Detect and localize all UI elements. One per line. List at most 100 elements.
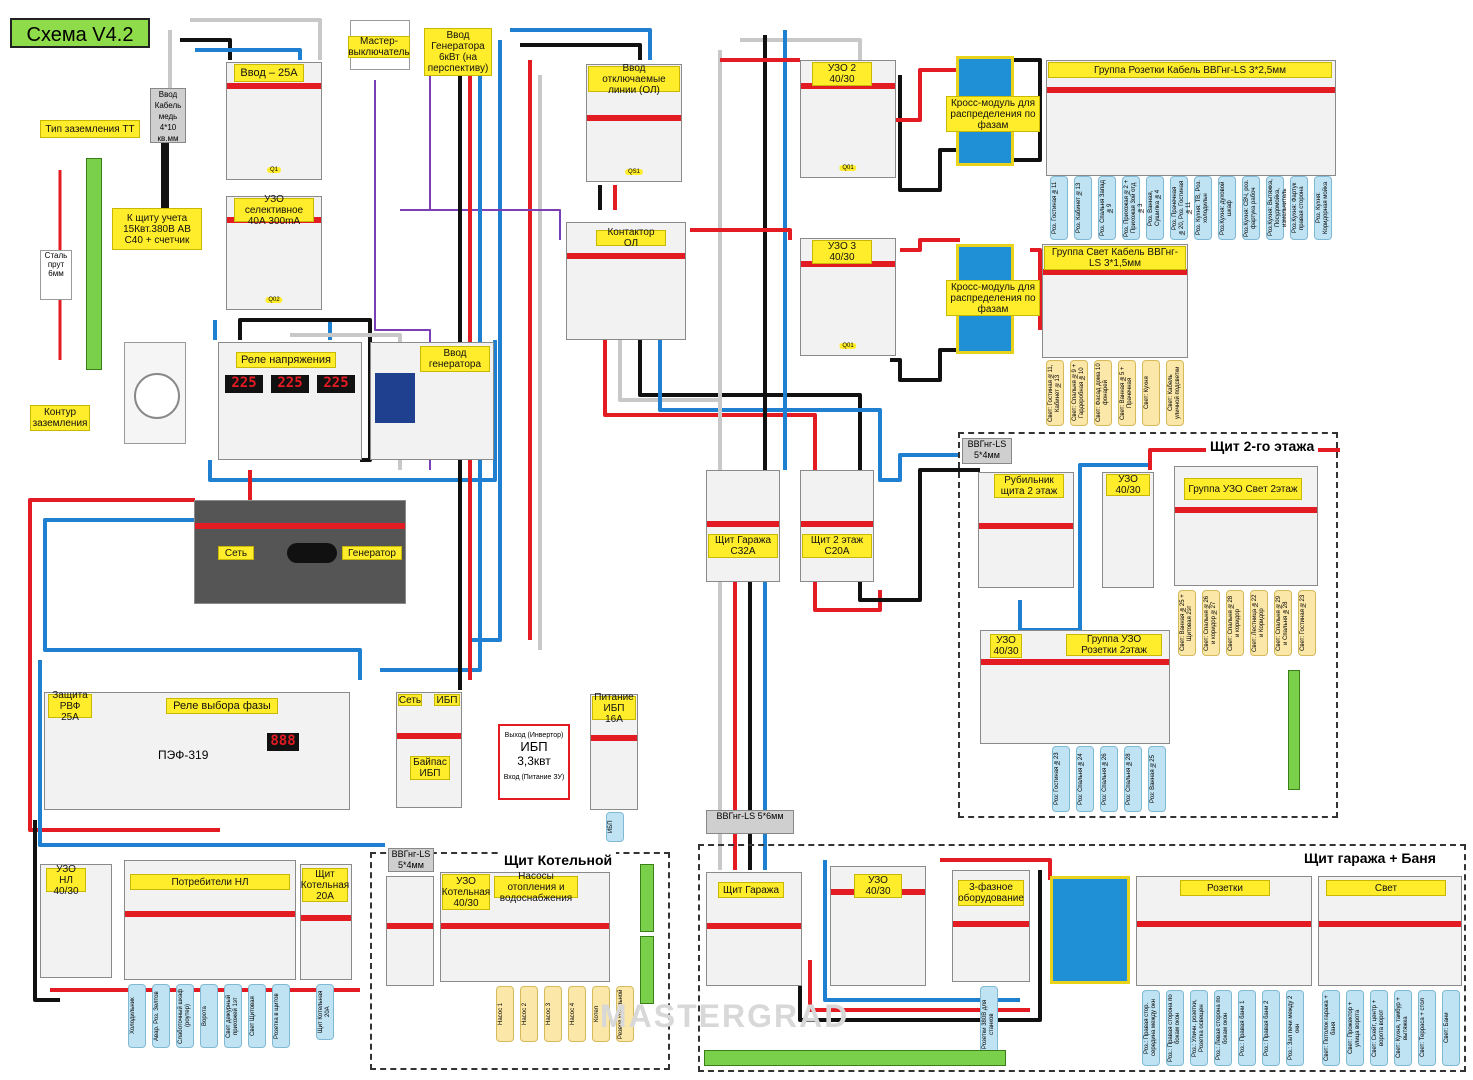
- pumps-label: Насосы отопления и водоснабжения: [494, 871, 578, 904]
- selective-rcd-label: УЗО селективное 40А 300mA: [234, 194, 314, 227]
- to-meter-label: К щиту учета 15Квт.380В АВ С40 + счетчик: [112, 208, 202, 250]
- garage-c32-breaker[interactable]: [706, 470, 780, 582]
- grounding-type-label: Тип заземления ТТ: [40, 120, 140, 138]
- main-input-label: Ввод – 25А: [234, 64, 304, 82]
- garage-main-label: Щит Гаража: [718, 882, 784, 898]
- circuit-label: Роз.: Левая сторона по бокам окон: [1214, 990, 1232, 1066]
- network-label: Сеть: [218, 546, 254, 560]
- ups-bypass[interactable]: [396, 692, 462, 808]
- circuit-label: Роз: Спальня №24: [1076, 746, 1094, 812]
- ups-output: Выход (Инвертор): [504, 732, 564, 739]
- network2-label: Сеть: [398, 694, 422, 706]
- garage-c32-label: Щит Гаража С32А: [708, 534, 778, 558]
- boiler-rcd-label: УЗО Котельная 40/30: [441, 874, 491, 910]
- rcd-2-label: УЗО 2 40/30: [812, 62, 872, 86]
- ups-name: ИБП: [520, 739, 548, 754]
- voltage-relay-label: Реле напряжения: [236, 352, 336, 368]
- cable-5x6-label: ВВГнг-LS 5*6мм: [706, 810, 794, 834]
- rcd-3-label: УЗО 3 40/30: [812, 240, 872, 264]
- circuit-label: Роз.Кухня: Фартук правая сторона: [1290, 176, 1308, 240]
- floor2-c20-label: Щит 2 этаж С20А: [802, 534, 872, 558]
- circuit-label: Роз.: Правая бани 1: [1238, 990, 1256, 1066]
- circuit-label: Роз. Прачечная №20, Роз. Гостиная №11: [1170, 176, 1192, 240]
- generator-label: Генератор: [342, 546, 402, 560]
- circuit-label: Роз. Прихожая №2 + Прихожая 3ой отд №3: [1122, 176, 1144, 240]
- circuit-label: Роз.: Уличн. розетки, Розетка освещен: [1190, 990, 1208, 1066]
- circuit-label: Насос 4: [568, 986, 586, 1042]
- boiler-bus-2: [640, 936, 654, 1004]
- circuit-label: Роз. Спальня Запад №9: [1098, 176, 1116, 240]
- nl-rcd-label: УЗО НЛ 40/30: [46, 864, 86, 897]
- circuit-label: Свет: Гостиная №11, Кабинет №13: [1046, 360, 1064, 426]
- garage-main-breaker[interactable]: [706, 872, 802, 986]
- floor2-panel: [958, 432, 1338, 818]
- garage-cross-module: [1050, 876, 1130, 984]
- switch-handle[interactable]: [287, 543, 337, 563]
- circuit-label: Свет: Бани: [1442, 990, 1460, 1066]
- watermark: MASTERGRAD: [600, 998, 850, 1034]
- floor2-light-label: Группа УЗО Свет 2этаж: [1184, 478, 1302, 500]
- contactor-label: Контактор ОЛ: [596, 227, 666, 249]
- circuit-label: Свет: Ванная №25 + Щитовая 2эт: [1178, 590, 1196, 656]
- three-phase-label: 3-фазное оборудование: [958, 880, 1024, 906]
- circuit-label: Насос 2: [520, 986, 538, 1042]
- ups-unit[interactable]: Выход (Инвертор) ИБП 3,3квт Вход (Питани…: [498, 724, 570, 800]
- circuit-label: Свет: Гостиная №23: [1298, 590, 1316, 656]
- circuit-label: Роз.Кухня: СВЧ, роз. фартука рабоч: [1242, 176, 1260, 240]
- floor2-c20-breaker[interactable]: [800, 470, 874, 582]
- circuit-label: Свет: Спальня №29 и Спальня №28: [1274, 590, 1292, 656]
- circuit-label: Роз: Ванная №25: [1148, 746, 1166, 812]
- boiler-feed-label: Щит Котельная 20А: [300, 868, 350, 902]
- ups-power: 3,3квт: [517, 754, 551, 768]
- bypass-label: Байпас ИБП: [410, 756, 450, 780]
- meter-display: [375, 373, 415, 423]
- floor2-bus: [1288, 670, 1300, 790]
- ground-loop-label: Контур заземления: [30, 405, 90, 431]
- floor2-socket-rcd-label: УЗО 40/30: [990, 634, 1022, 658]
- floor2-rcd-label: УЗО 40/30: [1106, 474, 1150, 496]
- pef-display: 888: [267, 733, 299, 751]
- cross-module-2-label: Кросс-модуль для распределения по фазам: [946, 280, 1040, 316]
- circuit-label: Роз: Гостиная №23: [1052, 746, 1070, 812]
- relay-display: 225: [225, 375, 263, 393]
- circuit-label: Свет: Потолок гаража + баня: [1322, 990, 1340, 1066]
- circuit-label: Роз. Кухня: ТВ, Роз. холодильн: [1194, 176, 1212, 240]
- rvf-label: Защита РВФ 25А: [48, 690, 92, 723]
- floor2-socket-label: Группа УЗО Розетки 2этаж: [1066, 634, 1162, 656]
- sockets-breaker-group[interactable]: [1046, 60, 1336, 176]
- circuit-label: Роз: Спальня №28: [1124, 746, 1142, 812]
- circuit-label: Роз. Кухня: Коридорная мойка: [1314, 176, 1332, 240]
- circuit-label: Роз.Кухня: Вытяжка, Посудомойка, измельч…: [1266, 176, 1288, 240]
- circuit-label: Свет: Кабель уличной подсветки: [1166, 360, 1184, 426]
- circuit-label: Свет: Кухня: [1142, 360, 1160, 426]
- steel-rod-label: Сталь прут 6мм: [40, 250, 72, 300]
- circuit-label: Свет: Прожектор + улица ворота: [1346, 990, 1364, 1066]
- generator-input2-label: Ввод генератора: [420, 346, 490, 372]
- boiler-main-breaker[interactable]: [386, 876, 434, 986]
- sockets-group-label: Группа Розетки Кабель ВВГнг-LS 3*2,5мм: [1048, 62, 1332, 78]
- circuit-label: Роз.Кухня: духовой шкаф: [1218, 176, 1236, 240]
- ol-input-label: Ввод отключаемые линии (ОЛ): [588, 63, 680, 96]
- circuit-label: Ворота: [200, 984, 218, 1048]
- circuit-label: Авар. Роз. Зелтов: [152, 984, 170, 1048]
- garage-light-label: Свет: [1326, 880, 1446, 896]
- circuit-label: Слаботочный шкаф (роутер): [176, 984, 194, 1048]
- generator-input-block[interactable]: [370, 342, 494, 460]
- relay-display: 225: [271, 375, 309, 393]
- master-switch-label: Мастер-выключатель: [348, 36, 410, 58]
- cable-5x4-label: ВВГнг-LS 5*4мм: [962, 438, 1012, 464]
- circuit-label: Свет: Ванная №5 + Прачечная: [1118, 360, 1136, 426]
- circuit-label: Насос 1: [496, 986, 514, 1042]
- light-group-label: Группа Свет Кабель ВВГнг-LS 3*1,5мм: [1044, 246, 1186, 270]
- input-cable-label: Ввод Кабель медь 4*10 кв.мм: [150, 88, 186, 143]
- circuit-label: Холодильник: [128, 984, 146, 1048]
- circuit-label: Свет: Спальня №26 и коридор №27: [1202, 590, 1220, 656]
- circuit-label: Свет: Спальня №9 + Гардеробная №10: [1070, 360, 1088, 426]
- relay-display: 225: [317, 375, 355, 393]
- circuit-label: Свет: Лестница №22 и Коридор: [1250, 590, 1268, 656]
- boiler-bus-1: [640, 864, 654, 932]
- circuit-label: Розетка в щитов: [272, 984, 290, 1048]
- floor2-title: Щит 2-го этажа: [1206, 438, 1319, 454]
- ground-bus: [86, 158, 102, 370]
- circuit-label: Роз. Кабинет №13: [1074, 176, 1092, 240]
